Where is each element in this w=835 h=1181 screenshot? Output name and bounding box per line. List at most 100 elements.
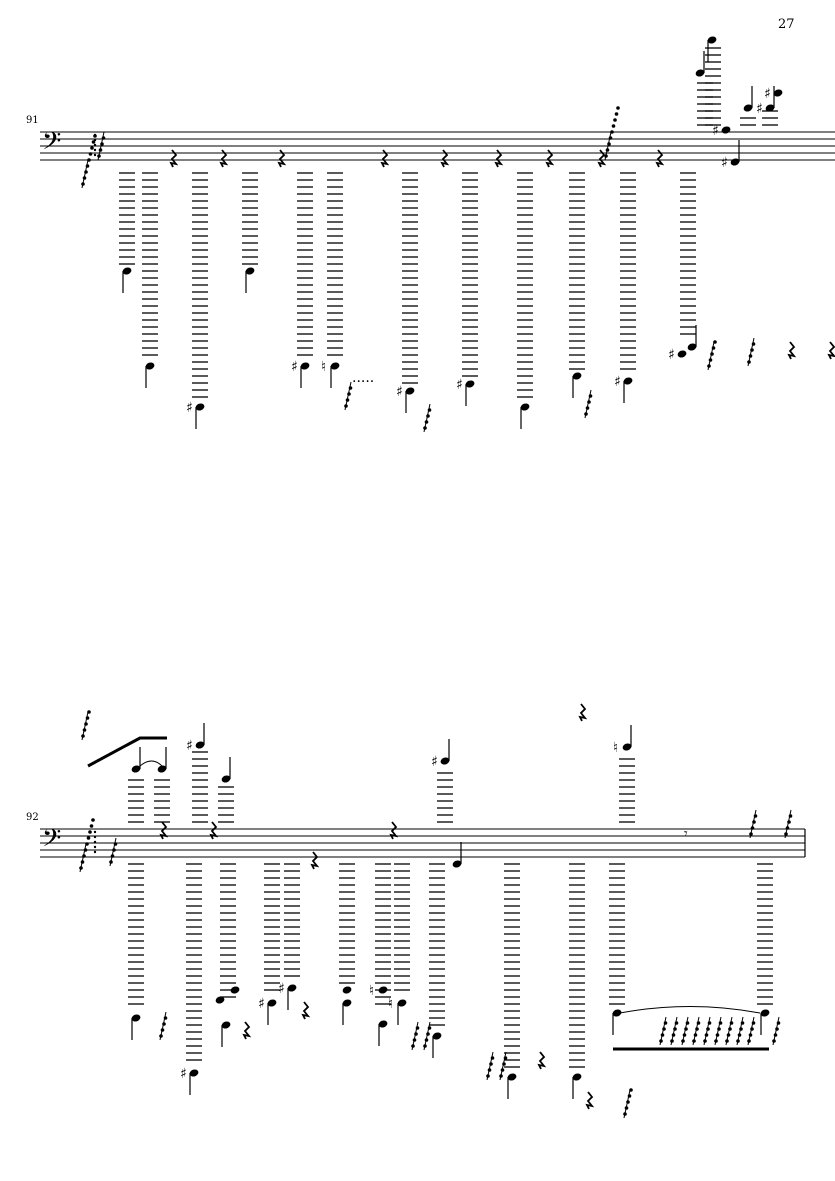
grace-note — [490, 1056, 495, 1060]
grace-note — [415, 1026, 420, 1030]
grace-note — [500, 1068, 505, 1072]
grace-note — [728, 1027, 732, 1031]
grace-note — [86, 836, 91, 840]
notehead — [195, 403, 205, 411]
notehead — [378, 1020, 388, 1028]
grace-note — [585, 406, 590, 410]
dot — [93, 153, 97, 157]
sharp-icon: ♯ — [258, 996, 265, 1012]
grace-note — [110, 854, 115, 858]
notehead — [743, 104, 753, 112]
grace-note — [673, 1027, 677, 1031]
notehead — [287, 984, 297, 992]
page-number: 27 — [778, 17, 795, 32]
grace-note — [98, 148, 103, 152]
grace-note — [696, 1021, 701, 1025]
tie — [139, 760, 163, 767]
dot — [93, 850, 97, 854]
grace-note — [681, 1039, 685, 1043]
natural-icon: ♮ — [388, 996, 393, 1012]
notehead — [189, 1069, 199, 1077]
grace-note — [710, 352, 714, 356]
grace-note — [91, 818, 95, 822]
dots: ..... — [352, 370, 374, 386]
grace-note — [489, 1062, 493, 1066]
grace-note — [412, 1038, 417, 1042]
notehead — [765, 104, 775, 112]
grace-note — [726, 1033, 731, 1037]
grace-note — [88, 830, 92, 834]
grace-note — [624, 1106, 629, 1110]
grace-note — [773, 1033, 778, 1037]
sharp-icon: ♯ — [712, 123, 719, 139]
dot — [93, 138, 97, 142]
grace-note — [693, 1033, 698, 1037]
grace-note — [787, 820, 791, 824]
notehead — [572, 1073, 582, 1081]
grace-note — [100, 142, 104, 146]
grace-note — [414, 1032, 418, 1036]
quarter-rest-icon — [494, 149, 504, 168]
notehead — [572, 372, 582, 380]
notehead — [695, 69, 705, 77]
grace-note — [101, 136, 106, 140]
measure-number-92: 92 — [26, 812, 39, 823]
grace-note — [613, 118, 617, 122]
grace-note — [714, 1039, 718, 1043]
notehead — [157, 765, 167, 773]
grace-note — [707, 364, 711, 368]
grace-note — [427, 408, 432, 412]
notehead — [707, 36, 717, 44]
notehead — [465, 380, 475, 388]
grace-note — [784, 832, 788, 836]
grace-note — [84, 722, 88, 726]
quarter-rest-icon — [787, 341, 797, 360]
grace-note — [81, 734, 85, 738]
grace-note — [82, 176, 87, 180]
grace-note — [588, 394, 593, 398]
dot — [93, 143, 97, 147]
grace-note — [584, 412, 588, 416]
dot — [93, 845, 97, 849]
grace-note — [411, 1044, 415, 1048]
sharp-icon: ♯ — [764, 86, 771, 102]
grace-note — [748, 354, 753, 358]
grace-note — [502, 1062, 506, 1066]
bass-clef-icon: 𝄢 — [42, 127, 61, 162]
grace-note — [610, 130, 614, 134]
grace-note — [706, 1027, 710, 1031]
quarter-rest-icon — [655, 149, 665, 168]
quarter-rest-icon — [537, 1051, 547, 1070]
grace-note — [717, 1027, 721, 1031]
grace-note — [159, 1034, 163, 1038]
grace-note — [424, 1038, 429, 1042]
dot — [93, 840, 97, 844]
grace-note — [748, 1033, 753, 1037]
grace-note — [740, 1021, 745, 1025]
sharp-icon: ♯ — [456, 377, 463, 393]
grace-note — [113, 842, 118, 846]
grace-note — [747, 360, 751, 364]
grace-note — [80, 860, 85, 864]
grace-note — [499, 1074, 503, 1078]
quarter-rest-icon — [159, 821, 169, 840]
grace-note — [82, 854, 86, 858]
notehead — [245, 267, 255, 275]
grace-note — [423, 1044, 427, 1048]
grace-note — [79, 866, 83, 870]
quarter-rest-icon — [380, 149, 390, 168]
grace-note — [751, 1021, 756, 1025]
grace-note — [427, 1026, 432, 1030]
grace-note — [83, 848, 88, 852]
grace-note — [775, 1027, 779, 1031]
grace-note — [160, 1028, 165, 1032]
quarter-rest-icon — [827, 341, 835, 360]
notehead — [687, 343, 697, 351]
grace-note — [750, 348, 754, 352]
grace-note — [785, 826, 790, 830]
notehead — [520, 403, 530, 411]
natural-icon: ♮ — [613, 740, 618, 756]
grace-note — [85, 164, 90, 168]
grace-note — [614, 112, 619, 116]
notehead — [405, 387, 415, 395]
